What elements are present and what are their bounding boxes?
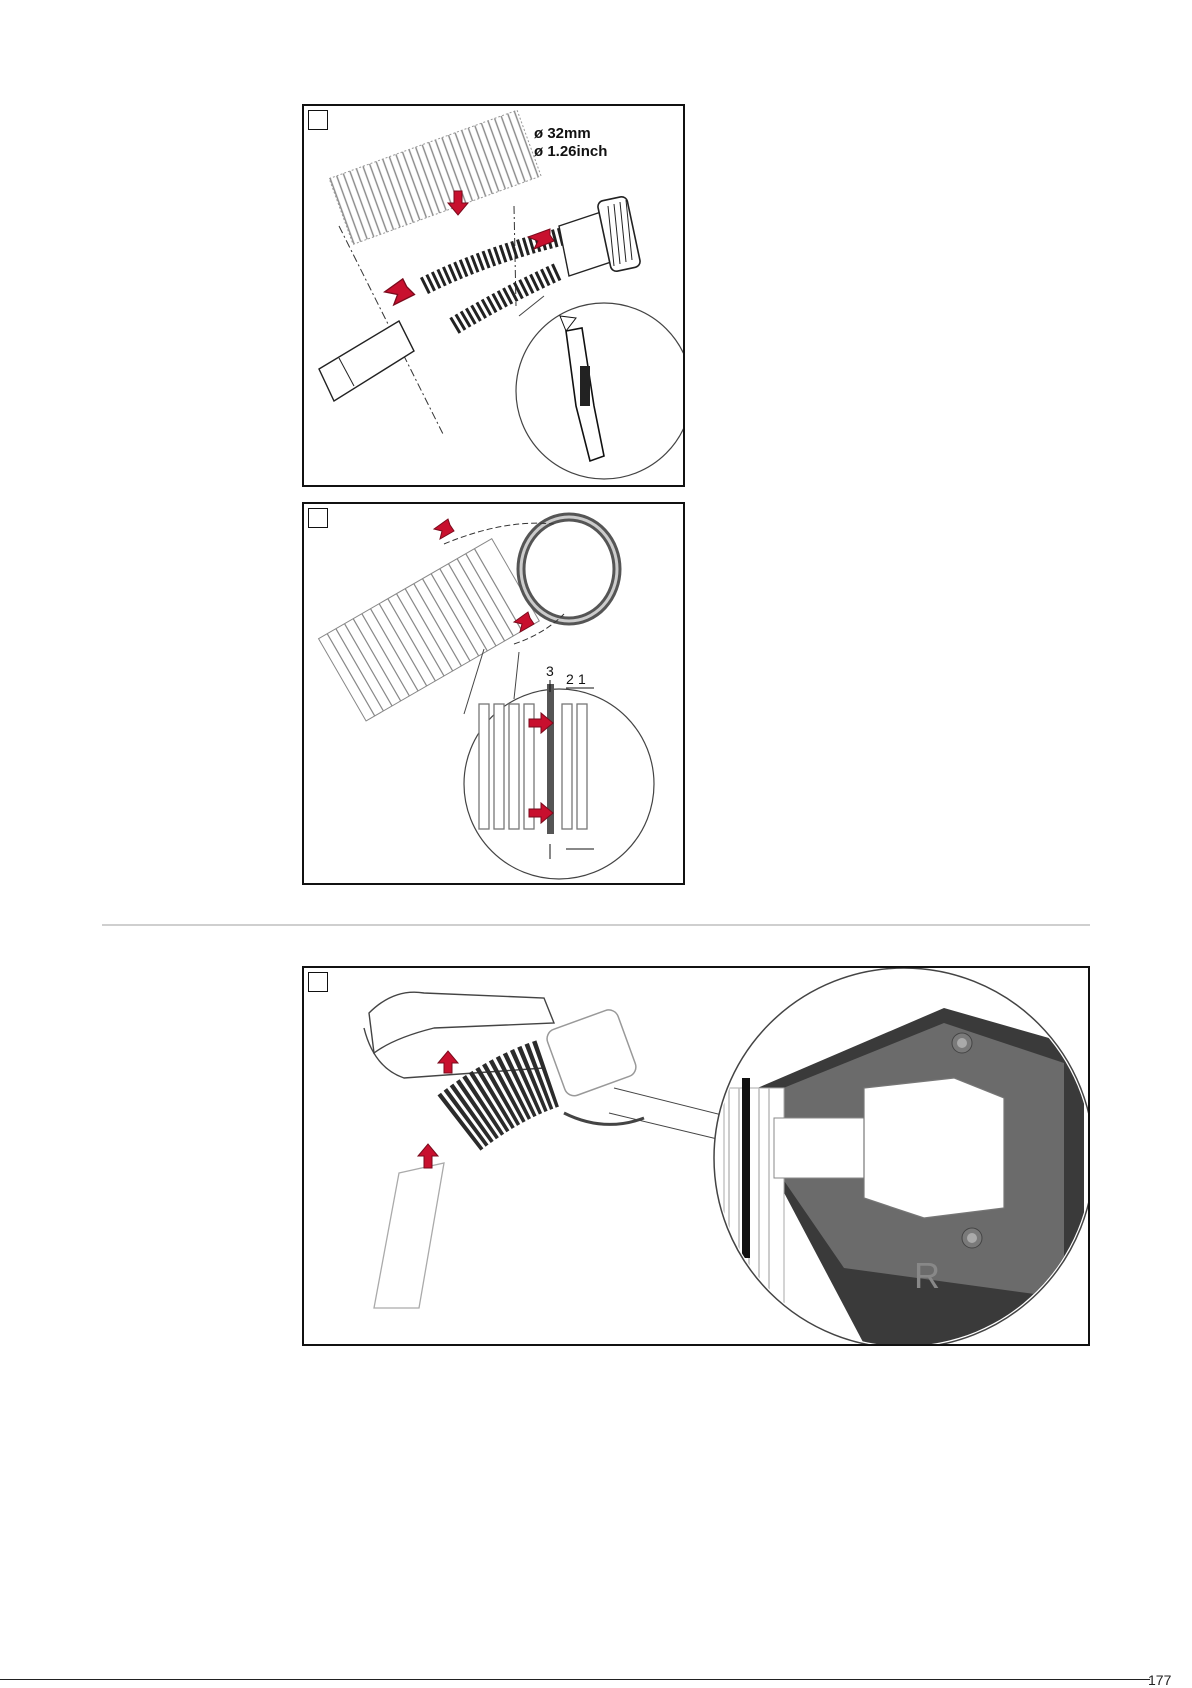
figure-2-illustration: 3 2 1 [304, 504, 683, 883]
figure-1-panel: ø 32mm ø 1.26inch [302, 104, 685, 487]
red-arrow-icon [385, 279, 415, 305]
dimension-metric: ø 32mm [534, 125, 591, 142]
figure-3-illustration: R [304, 968, 1088, 1344]
figure-2-panel: 3 2 1 [302, 502, 685, 885]
callout-1: 1 [578, 671, 586, 687]
callout-3: 3 [546, 663, 554, 679]
figure-3-panel: R [302, 966, 1090, 1346]
footer-rule [0, 1679, 1150, 1680]
split-ring-icon [521, 517, 617, 621]
embossed-letter: R [914, 1255, 940, 1296]
red-arrow-icon [438, 1051, 458, 1073]
page-number: 177 [1148, 1672, 1171, 1688]
section-divider [102, 924, 1090, 926]
callout-2: 2 [566, 671, 574, 687]
red-arrow-icon [434, 519, 454, 539]
dimension-imperial: ø 1.26inch [534, 143, 607, 160]
dark-hose [459, 1073, 549, 1123]
figure-1-illustration: ø 32mm ø 1.26inch [304, 106, 683, 485]
